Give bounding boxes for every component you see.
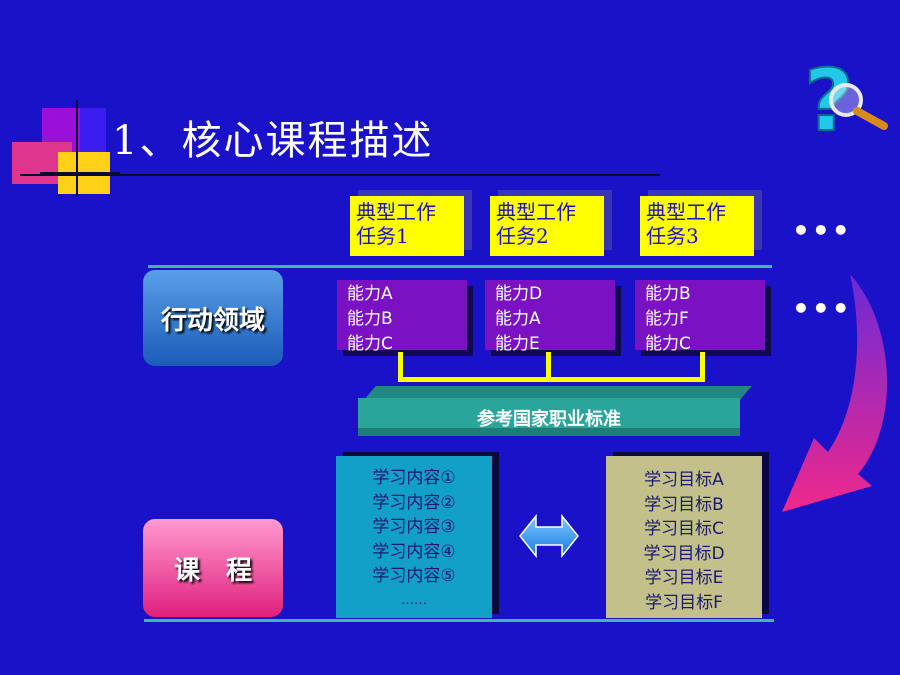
- title-underline: [20, 174, 660, 176]
- course-label: 课 程: [143, 519, 283, 617]
- task-box-3: 典型工作 任务3: [640, 196, 754, 256]
- double-arrow-icon: [519, 513, 579, 559]
- task-line1: 典型工作: [496, 200, 576, 224]
- svg-text:?: ?: [804, 51, 854, 142]
- course-text: 课 程: [173, 555, 252, 586]
- ability-item: 能力A: [495, 309, 541, 329]
- content-item: 学习内容④: [372, 541, 456, 562]
- national-standard-bar: 参考国家职业标准: [358, 398, 740, 436]
- task-line1: 典型工作: [356, 200, 436, 224]
- ability-box-3: 能力B 能力F 能力C: [635, 280, 765, 354]
- bracket-right: [700, 352, 705, 382]
- ability-item: 能力A: [347, 284, 393, 304]
- goal-item: 学习目标D: [643, 543, 725, 564]
- decor-hline: [40, 172, 120, 174]
- goal-item: 学习目标B: [644, 494, 724, 515]
- ability-box-1: 能力A 能力B 能力C: [337, 280, 467, 354]
- action-domain-text: 行动领域: [160, 305, 265, 336]
- ability-item: 能力F: [645, 309, 689, 329]
- question-magnifier-icon: ?: [803, 50, 888, 142]
- task-line2: 任务3: [646, 224, 699, 248]
- decor-vline: [76, 100, 78, 196]
- ability-item: 能力D: [495, 284, 543, 304]
- ability-item: 能力B: [645, 284, 691, 304]
- decor-square-blue: [80, 108, 106, 152]
- goal-item: 学习目标A: [644, 470, 724, 490]
- task-box-1: 典型工作 任务1: [350, 196, 464, 256]
- ability-item: 能力B: [347, 309, 393, 329]
- ability-item: 能力C: [645, 334, 691, 354]
- action-domain-label: 行动领域: [143, 270, 283, 366]
- content-item: ……: [401, 592, 427, 608]
- page-title: 1、核心课程描述: [112, 118, 434, 164]
- goal-item: 学习目标F: [645, 592, 723, 613]
- learning-content-box: 学习内容① 学习内容② 学习内容③ 学习内容④ 学习内容⑤ ……: [336, 456, 492, 618]
- ability-item: 能力E: [495, 334, 540, 354]
- task-line1: 典型工作: [646, 200, 726, 224]
- task-line2: 任务1: [356, 224, 409, 248]
- task-line2: 任务2: [496, 224, 549, 248]
- abilities-ellipsis: •••: [792, 292, 852, 325]
- bracket-bottom: [398, 377, 705, 382]
- learning-goal-box: 学习目标A 学习目标B 学习目标C 学习目标D 学习目标E 学习目标F: [606, 456, 762, 618]
- content-item: 学习内容⑤: [372, 566, 456, 586]
- goal-item: 学习目标C: [644, 519, 724, 539]
- goal-item: 学习目标E: [644, 568, 724, 588]
- divider-top: [148, 265, 772, 268]
- curved-arrow-icon: [782, 274, 888, 512]
- task-box-2: 典型工作 任务2: [490, 196, 604, 256]
- bracket-left: [398, 352, 403, 382]
- bracket-mid: [546, 352, 551, 382]
- content-item: 学习内容①: [372, 468, 456, 488]
- content-item: 学习内容③: [372, 517, 456, 537]
- tasks-ellipsis: •••: [792, 214, 852, 247]
- divider-bottom: [144, 619, 774, 622]
- ability-box-2: 能力D 能力A 能力E: [485, 280, 615, 354]
- content-item: 学习内容②: [372, 492, 456, 513]
- ability-item: 能力C: [347, 334, 393, 354]
